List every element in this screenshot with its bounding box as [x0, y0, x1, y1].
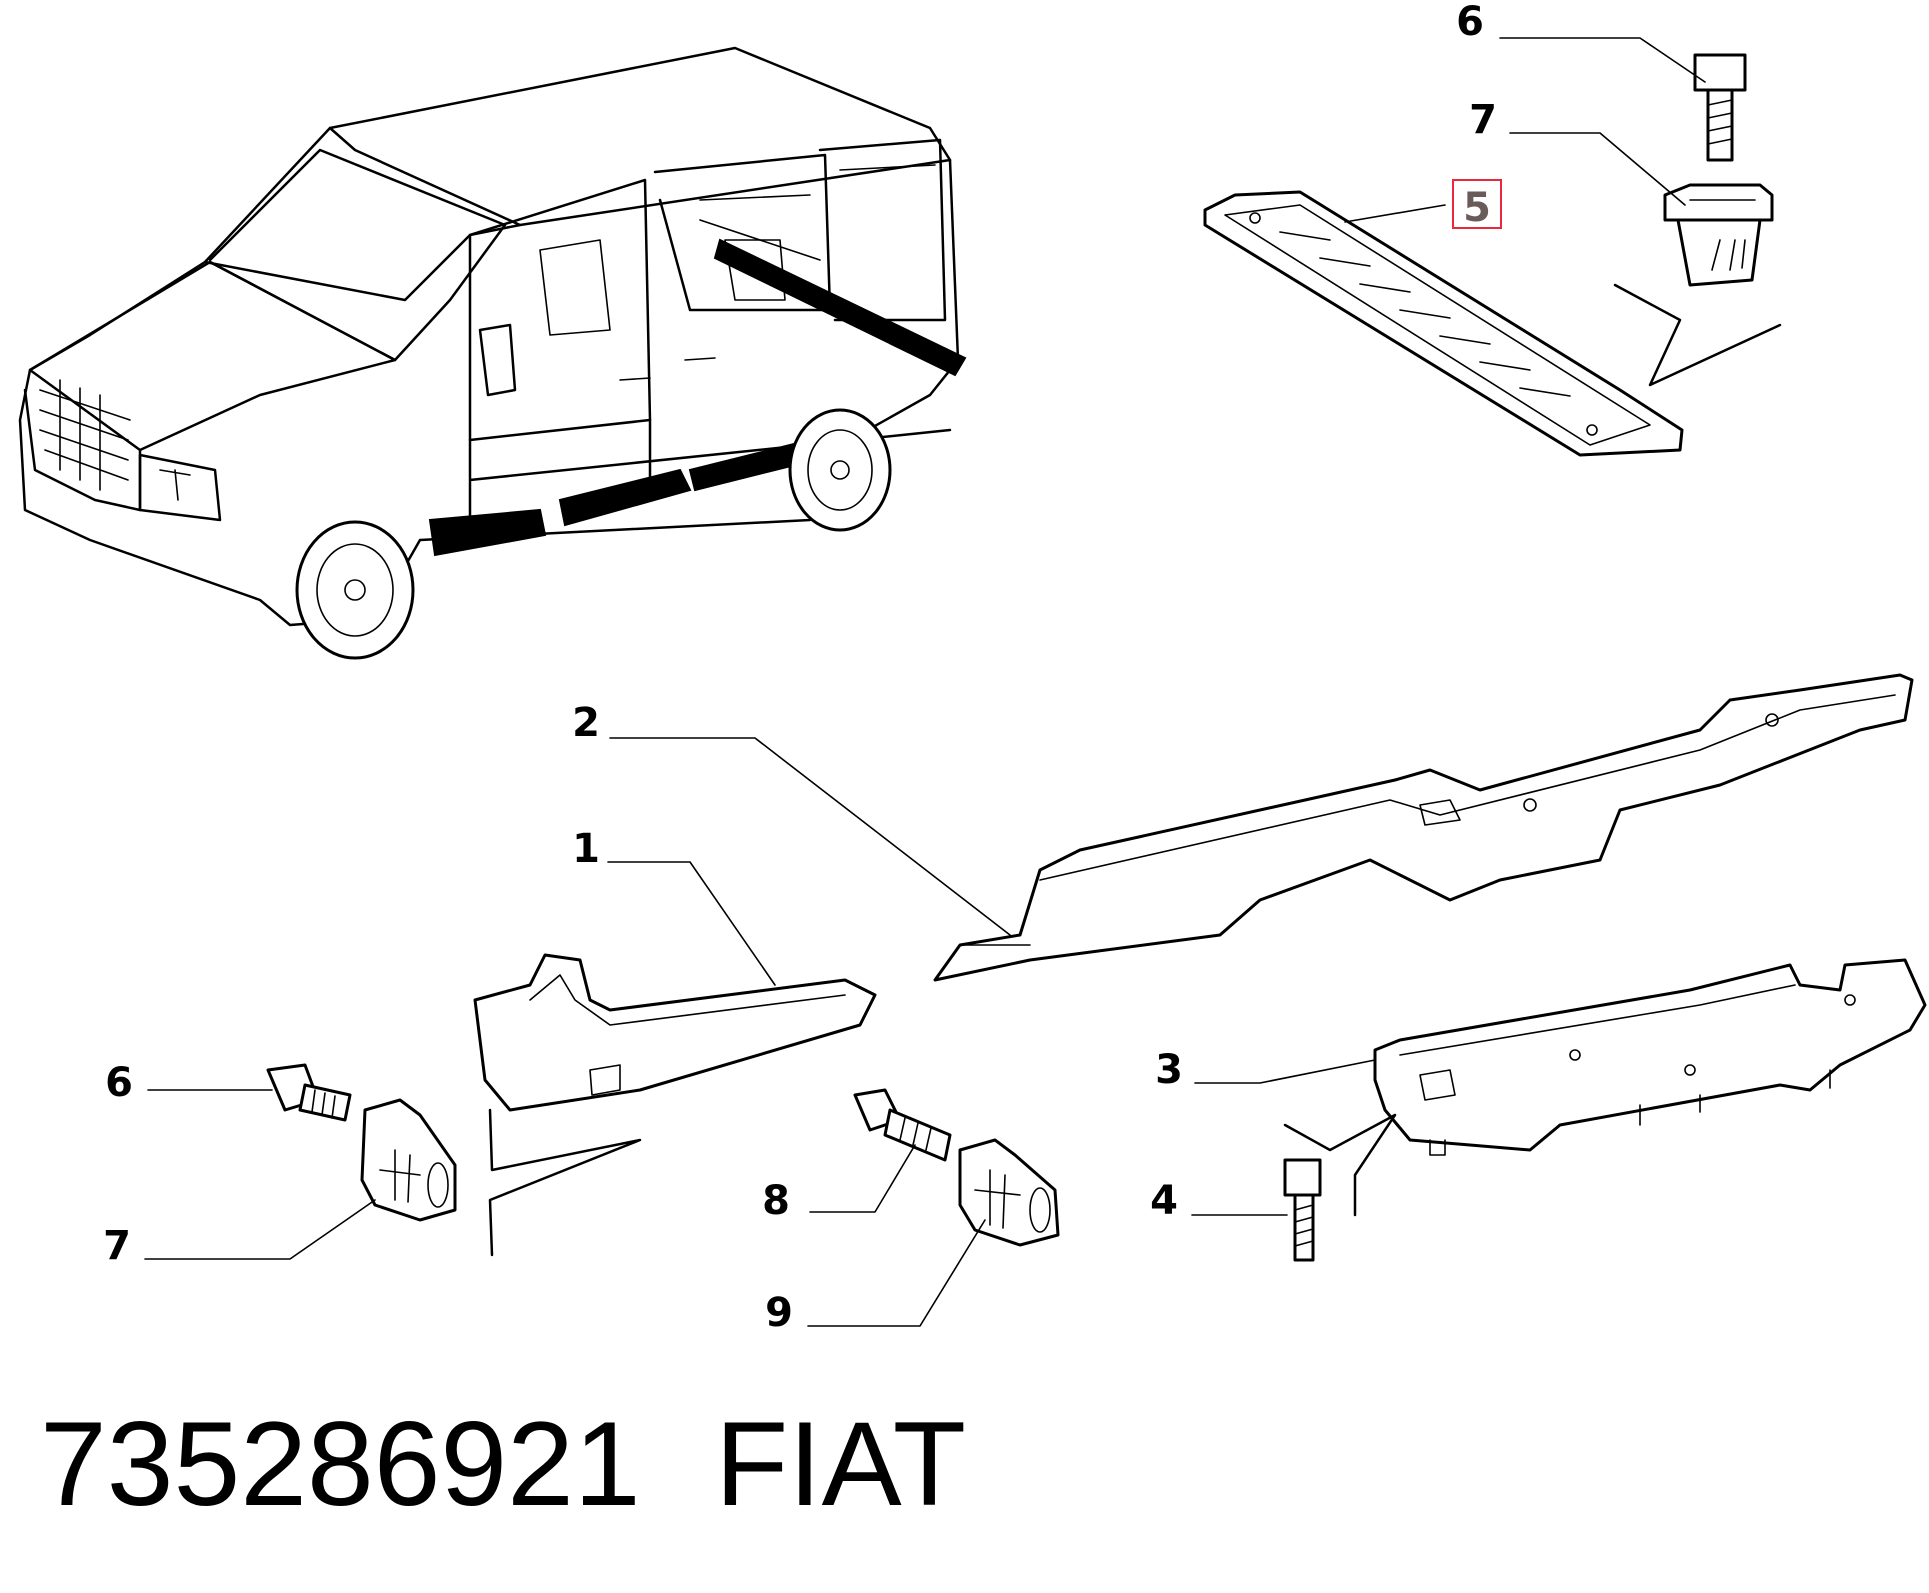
part-7-clip-top	[1663, 183, 1774, 287]
footer: 735286921 FIAT	[40, 1397, 966, 1531]
callout-8: 8	[762, 1178, 790, 1224]
part-7-clip-left	[360, 1098, 457, 1222]
part-3-bracket-trim	[1283, 958, 1927, 1217]
part-6-bolt-top	[1693, 53, 1747, 162]
part-9-clip	[958, 1138, 1060, 1247]
callout-7-left: 7	[103, 1223, 131, 1269]
part-1-front-sill-trim	[473, 953, 877, 1257]
callout-5: 5	[1463, 185, 1491, 231]
leader-lines	[144, 37, 1706, 1327]
part-5-rear-sill-plate	[1203, 190, 1782, 457]
part-number: 735286921	[40, 1397, 641, 1531]
part-4-bolt	[1283, 1158, 1322, 1262]
callout-4: 4	[1150, 1178, 1178, 1224]
van-illustration	[18, 46, 967, 660]
callout-labels: 6 7 5 2 1 3 6 8 4 7 9	[103, 0, 1497, 1336]
callout-6-left: 6	[105, 1060, 133, 1106]
part-2-sill-trim	[933, 673, 1914, 982]
callout-6-top: 6	[1456, 0, 1484, 45]
brand-name: FIAT	[715, 1397, 966, 1531]
callout-7-top: 7	[1469, 97, 1497, 143]
callout-1: 1	[572, 826, 600, 872]
part-8-bolt	[853, 1088, 952, 1162]
callout-highlight-frame	[1452, 179, 1502, 229]
part-6-bolt-left	[266, 1063, 352, 1122]
callout-2: 2	[572, 700, 600, 746]
callout-9: 9	[765, 1290, 793, 1336]
callout-3: 3	[1155, 1047, 1183, 1093]
